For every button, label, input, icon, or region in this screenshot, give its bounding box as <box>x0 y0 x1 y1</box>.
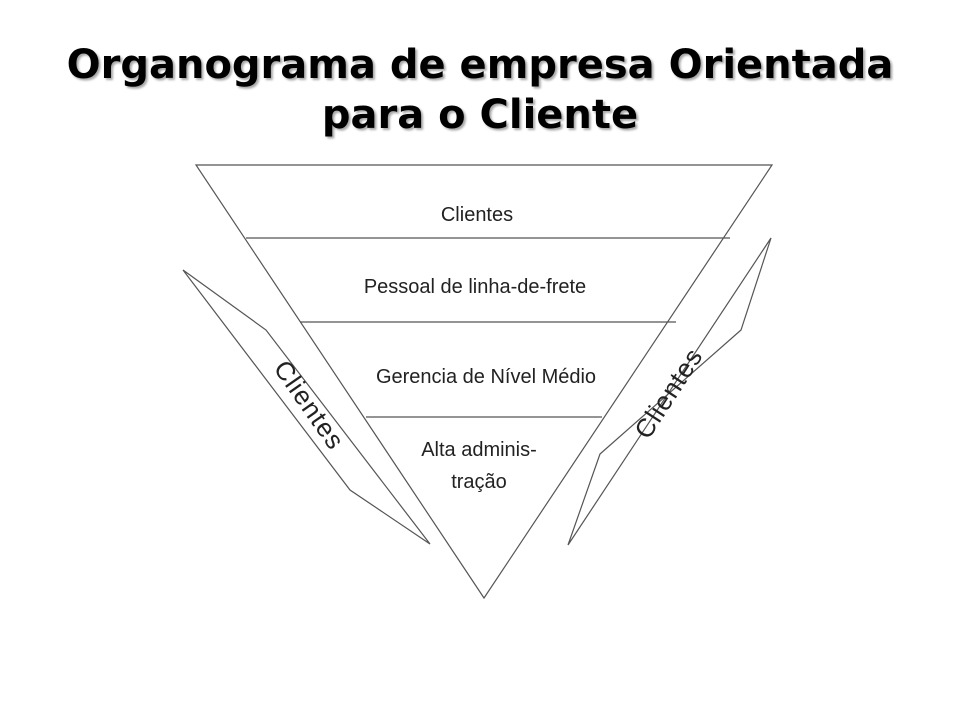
right-side-label: Clientes <box>628 342 709 444</box>
title-line-2: para o Cliente <box>321 92 639 138</box>
left-side-label: Clientes <box>268 354 351 455</box>
left-side-band <box>182 269 431 545</box>
level-label-linha-de-frete: Pessoal de linha-de-frete <box>364 276 586 298</box>
right-side-band <box>567 237 772 546</box>
title-line-1: Organograma de empresa Orientada <box>66 42 894 88</box>
level-label-gerencia: Gerencia de Nível Médio <box>376 366 596 388</box>
inverted-triangle <box>194 164 774 600</box>
page-title: Organograma de empresa Orientada para o … <box>60 40 900 140</box>
level-label-alta-administracao-1: Alta adminis- <box>421 439 537 461</box>
level-label-clientes: Clientes <box>441 204 513 226</box>
level-label-alta-administracao-2: tração <box>451 471 507 493</box>
